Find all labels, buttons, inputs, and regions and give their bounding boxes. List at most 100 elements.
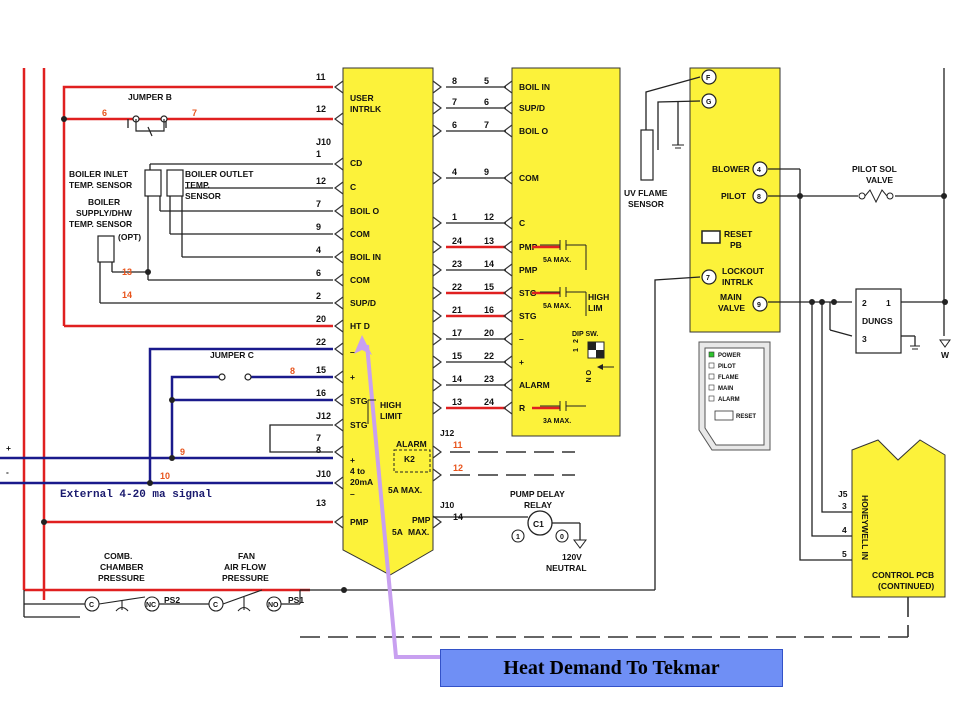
pin-chevron <box>503 286 513 300</box>
svg-text:NEUTRAL: NEUTRAL <box>546 563 587 573</box>
svg-text:F: F <box>706 75 711 82</box>
alarm-rating: 3A MAX. <box>543 418 571 425</box>
svg-text:BOILER OUTLET: BOILER OUTLET <box>185 169 254 179</box>
svg-text:CHAMBER: CHAMBER <box>100 562 143 572</box>
svg-text:1: 1 <box>516 534 520 541</box>
left-terminal-num: 7 <box>316 433 321 443</box>
pin-chevron <box>334 418 344 432</box>
power-led <box>708 351 715 358</box>
mid-terminal-num-right: 22 <box>484 351 494 361</box>
sensor-wires <box>99 119 333 453</box>
left-terminal-label: BOIL O <box>350 206 380 216</box>
pin-chevron <box>503 80 513 94</box>
pin-chevron <box>432 445 442 459</box>
left-terminal-label: STG <box>350 420 368 430</box>
mid-terminal-num-left: 4 <box>452 167 457 177</box>
pin-chevron <box>334 112 344 126</box>
left-terminal-num: 8 <box>316 445 321 455</box>
pin-chevron <box>334 273 344 287</box>
controller-labels: BLOWER 4 PILOT 8 RESET PB 7 LOCKOUT INTR… <box>701 161 768 313</box>
svg-text:2: 2 <box>862 298 867 308</box>
pin-chevron <box>334 476 344 490</box>
svg-text:NC: NC <box>146 602 156 609</box>
pin-chevron <box>432 171 442 185</box>
status-label: MAIN <box>718 386 733 392</box>
pin-chevron <box>334 370 344 384</box>
left-terminal-num: 2 <box>316 291 321 301</box>
left-terminal-num: J10 <box>316 137 331 147</box>
pin-chevron <box>503 332 513 346</box>
left-terminal-label: C <box>350 182 356 192</box>
right-terminal-label: R <box>519 403 525 413</box>
svg-text:BLOWER: BLOWER <box>712 164 750 174</box>
pmp-rating: 5A MAX. <box>543 257 571 264</box>
right-terminal-label: + <box>519 357 524 367</box>
pin-chevron <box>503 171 513 185</box>
left-terminal-num: 15 <box>316 365 326 375</box>
svg-text:FAN: FAN <box>238 551 255 561</box>
pin-chevron <box>334 204 344 218</box>
status-label: ALARM <box>718 397 740 403</box>
junction-dots <box>41 116 947 593</box>
svg-text:C1: C1 <box>533 519 544 529</box>
pin-chevron <box>503 355 513 369</box>
red-num-8: 8 <box>290 366 295 376</box>
dip-switch[interactable]: DIP SW. 1 2 O N <box>572 331 614 382</box>
pin-chevron <box>334 227 344 241</box>
svg-text:4: 4 <box>757 167 761 174</box>
right-terminal-label: PMP <box>519 242 538 252</box>
high-limit-switch <box>367 399 376 424</box>
pin-chevron <box>503 309 513 323</box>
mid-terminal-num-right: 16 <box>484 305 494 315</box>
svg-text:MAX.: MAX. <box>408 527 429 537</box>
j12-mid-label: J12 <box>440 428 454 438</box>
right-terminal-label: ALARM <box>519 380 550 390</box>
outlet-sensor: BOILER OUTLET TEMP. SENSOR <box>166 169 254 201</box>
left-terminal-num: 13 <box>316 498 326 508</box>
svg-text:K2: K2 <box>404 454 415 464</box>
mid-terminal-num-right: 24 <box>484 397 494 407</box>
dashed-lines <box>300 451 909 638</box>
pin-chevron <box>334 181 344 195</box>
svg-text:TEMP. SENSOR: TEMP. SENSOR <box>69 219 132 229</box>
reset-button[interactable] <box>701 230 721 244</box>
pin-chevron <box>432 401 442 415</box>
stg-rating: 5A MAX. <box>543 303 571 310</box>
pin-chevron <box>432 355 442 369</box>
mid-terminal-num-right: 6 <box>484 97 489 107</box>
left-terminal-num: 7 <box>316 199 321 209</box>
pin-chevron <box>432 80 442 94</box>
alarm-led <box>708 395 715 402</box>
pressure-loop-wire <box>24 590 301 605</box>
panel-reset-button[interactable] <box>714 410 734 421</box>
svg-text:PRESSURE: PRESSURE <box>222 573 269 583</box>
mid-terminal-num-left: 23 <box>452 259 462 269</box>
plus-sign: + <box>6 443 11 453</box>
svg-text:PILOT: PILOT <box>721 191 747 201</box>
blue-wires <box>0 347 333 485</box>
pin-chevron <box>432 332 442 346</box>
svg-text:BOILER: BOILER <box>88 197 120 207</box>
right-terminal-label: SUP/D <box>519 103 545 113</box>
right-terminal-label: C <box>519 218 525 228</box>
left-terminal-num: 6 <box>316 268 321 278</box>
svg-text:AIR FLOW: AIR FLOW <box>224 562 267 572</box>
pump-delay-relay: PUMP DELAY RELAY C1 1 0 120V NEUTRAL <box>510 489 587 573</box>
pilot-sol-valve: PILOT SOL VALVE <box>852 164 897 204</box>
pin-chevron <box>334 342 344 356</box>
left-terminal-num: 12 <box>316 104 326 114</box>
svg-text:PRESSURE: PRESSURE <box>98 573 145 583</box>
mid-terminal-num-left: 8 <box>452 76 457 86</box>
pin-chevron <box>432 468 442 482</box>
pin-chevron <box>432 240 442 254</box>
left-terminal-label: – <box>350 347 355 357</box>
pin-chevron <box>432 263 442 277</box>
svg-text:TEMP. SENSOR: TEMP. SENSOR <box>69 180 132 190</box>
mid-terminal-num-right: 13 <box>484 236 494 246</box>
left-terminal-num: 9 <box>316 222 321 232</box>
main-led <box>708 384 715 391</box>
svg-text:CONTROL PCB: CONTROL PCB <box>872 570 934 580</box>
pilot-led <box>708 362 715 369</box>
